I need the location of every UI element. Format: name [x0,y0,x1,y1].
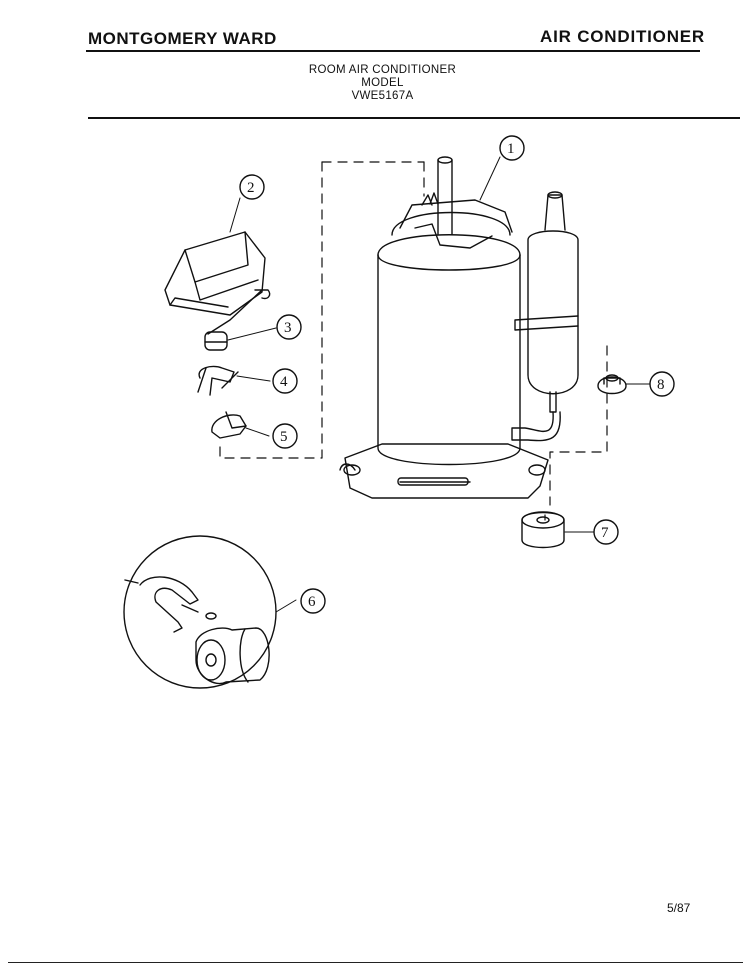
callout-2-label: 2 [247,180,255,196]
callout-6: 6 [300,588,326,614]
nut-drawing [597,374,627,395]
compressor-drawing [339,156,579,499]
callout-5: 5 [272,423,298,449]
grommet-drawing [521,511,565,549]
gasket-drawing [211,411,247,439]
mounting-detail-circle [123,535,277,689]
callout-5-label: 5 [280,429,288,445]
callout-8: 8 [649,371,675,397]
overload-protector-drawing [204,289,263,351]
subtitle-line-2: MODEL [361,77,404,89]
callout-3-label: 3 [284,320,292,336]
dashed-group-outline [219,161,608,521]
callout-7: 7 [593,519,619,545]
model-number: VWE5167A [351,90,414,102]
callout-6-label: 6 [308,594,316,610]
callout-4: 4 [272,368,298,394]
callout-7-label: 7 [601,525,609,541]
subtitle-line-1: ROOM AIR CONDITIONER [308,64,457,76]
retaining-clip-drawing [197,365,239,396]
callout-1-label: 1 [507,141,515,157]
brand-title: MONTGOMERY WARD [88,29,277,48]
terminal-cover-drawing [164,231,271,316]
category-title: AIR CONDITIONER [540,27,705,46]
bottom-rule [8,962,743,963]
callout-3: 3 [276,314,302,340]
callout-4-label: 4 [280,374,288,390]
callout-1: 1 [499,135,525,161]
header-rule [86,50,700,52]
section-rule [88,117,740,119]
leader-lines [227,156,651,613]
date-code: 5/87 [667,901,691,915]
callout-8-label: 8 [657,377,665,393]
callout-2: 2 [239,174,265,200]
